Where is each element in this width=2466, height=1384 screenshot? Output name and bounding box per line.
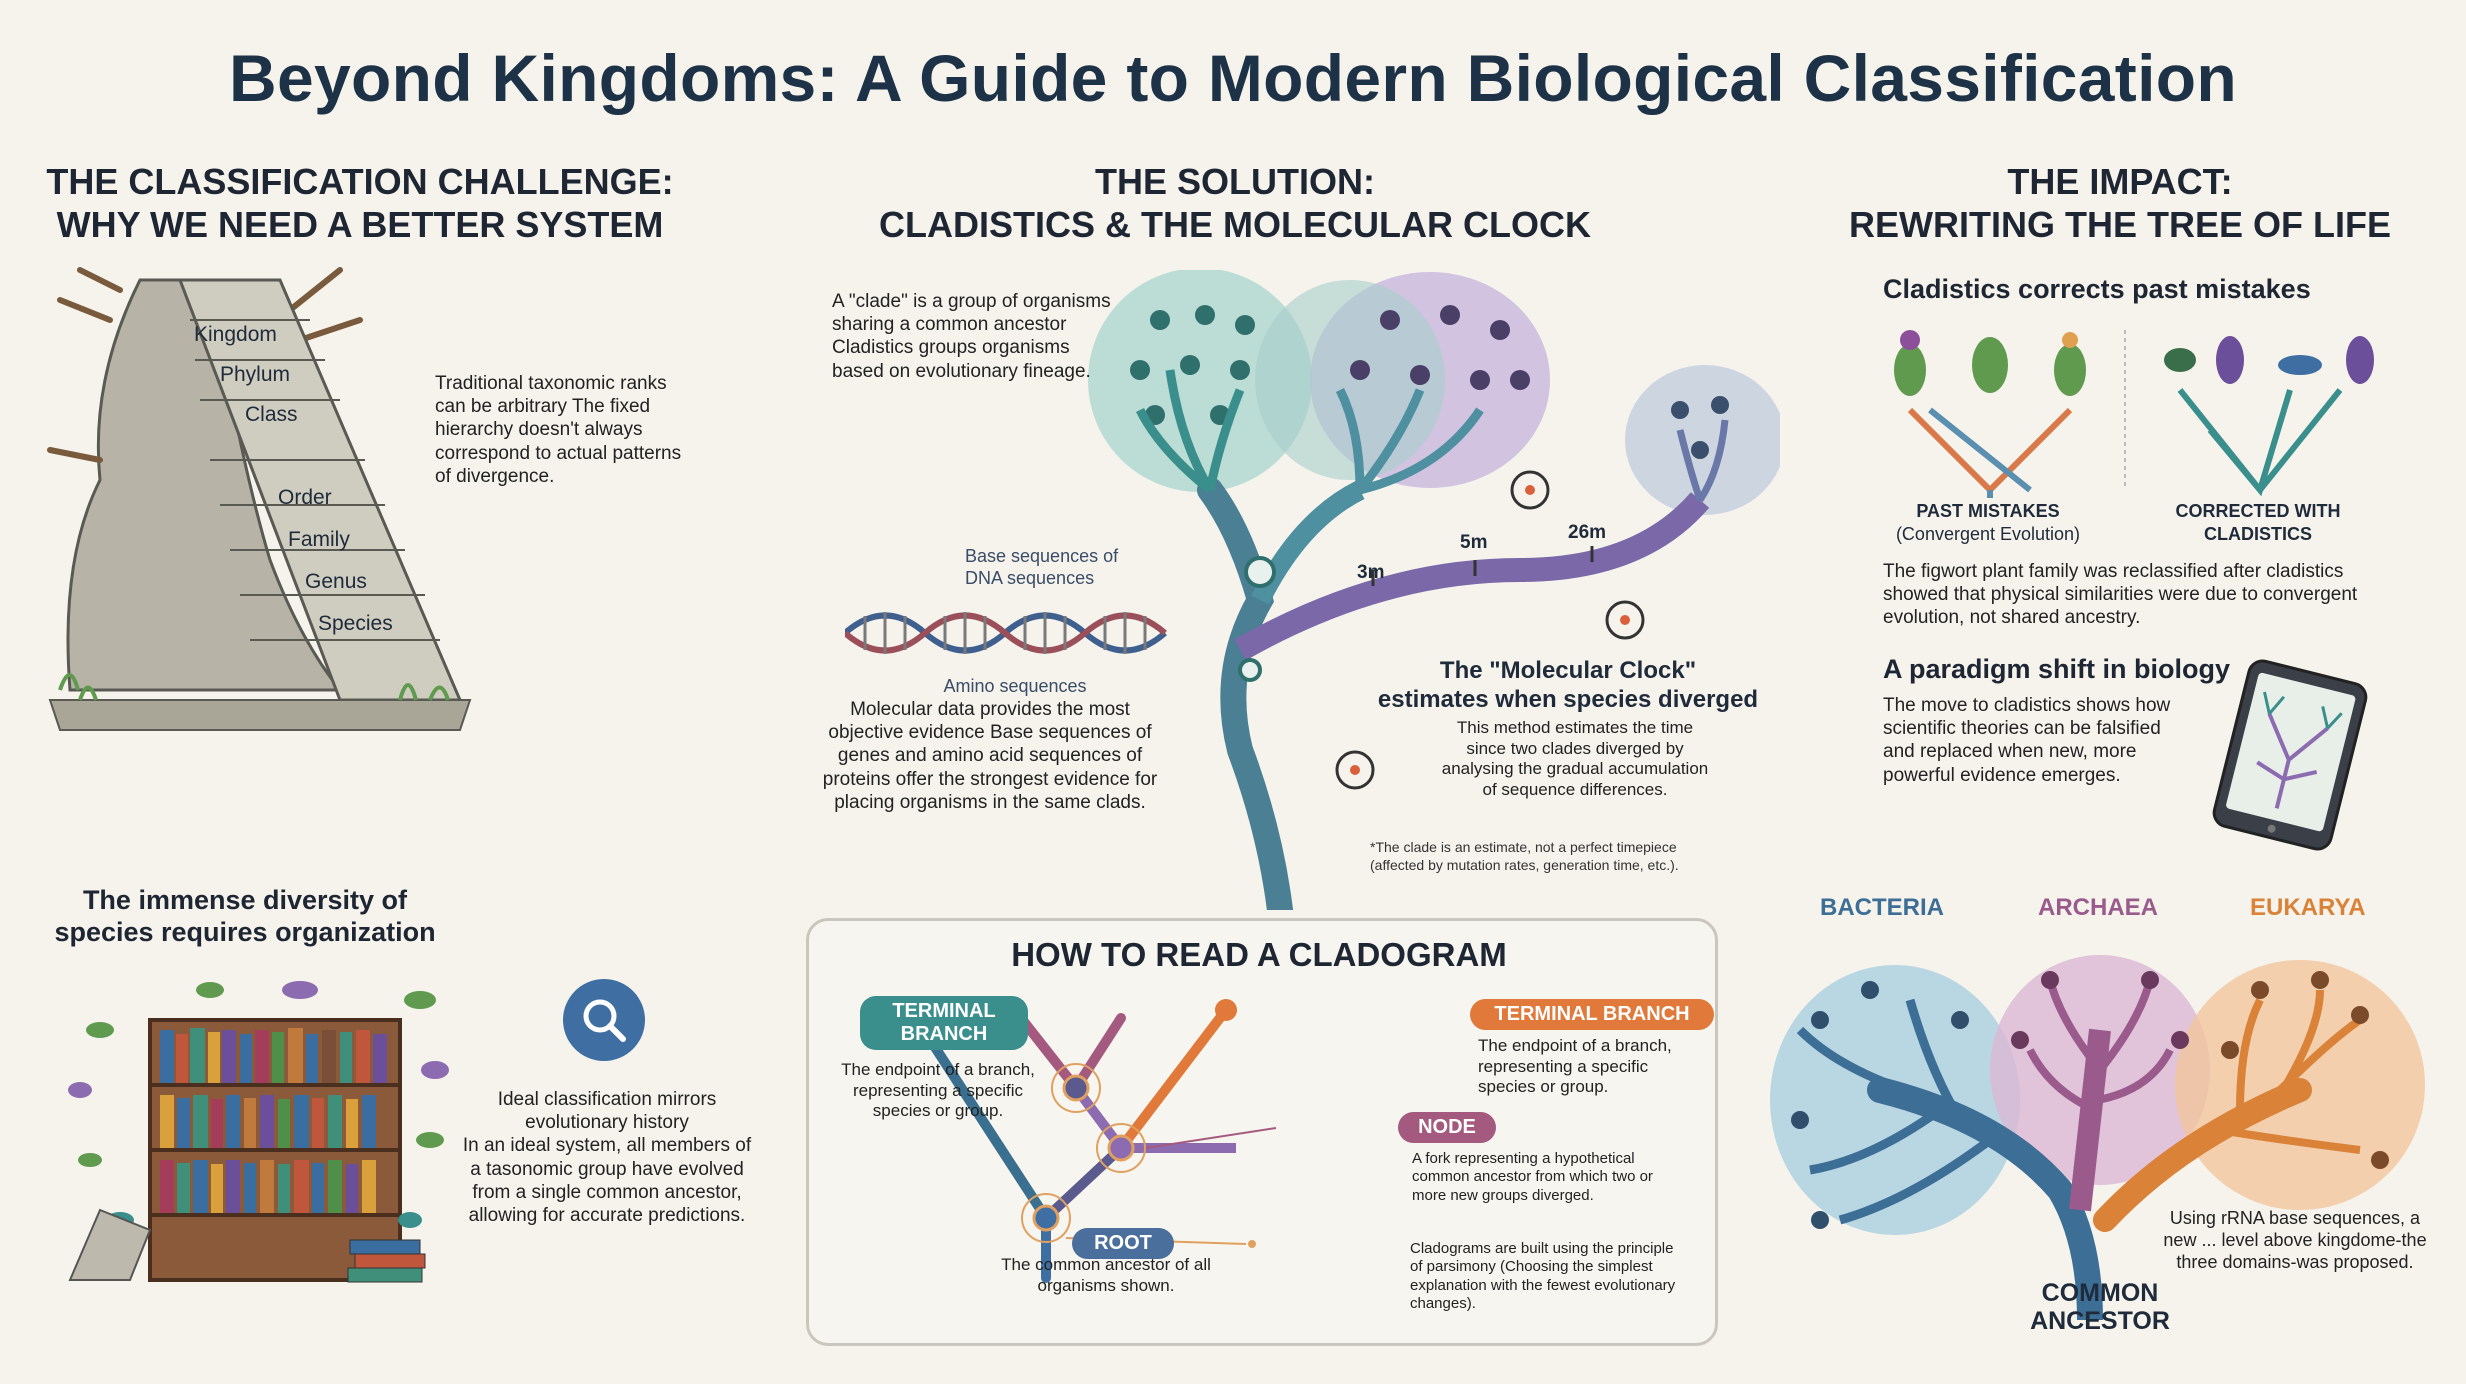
clock-mark-5m: 5m bbox=[1460, 532, 1488, 553]
node-label: NODE bbox=[1398, 1112, 1496, 1143]
rrna-domains-text: Using rRNA base sequences, a new ... lev… bbox=[2163, 1208, 2427, 1272]
ideal-text-line-2: In an ideal system, all members of a tas… bbox=[462, 1135, 752, 1226]
dna-helix-illustration bbox=[845, 612, 1167, 654]
magnifier-icon bbox=[563, 979, 645, 1061]
three-domains-tree bbox=[1770, 955, 2425, 1320]
middle-section-heading: THE SOLUTION: CLADISTICS & THE MOLECULAR… bbox=[790, 160, 1680, 246]
tree-of-life-illustration bbox=[1088, 270, 1780, 910]
clade-definition-text: A "clade" is a group of organisms sharin… bbox=[832, 291, 1111, 382]
clock-mark-3m: 3m bbox=[1357, 562, 1385, 583]
common-ancestor-line-2: ANCESTOR bbox=[2030, 1306, 2170, 1335]
left-section-heading: THE CLASSIFICATION CHALLENGE: WHY WE NEE… bbox=[40, 160, 680, 246]
amino-sequences-label: Amino sequences bbox=[943, 676, 1087, 696]
ideal-classification-text: Ideal classification mirrors evolutionar… bbox=[462, 1088, 752, 1227]
left-heading-line-1: THE CLASSIFICATION CHALLENGE: bbox=[46, 161, 674, 202]
molecular-clock-text: This method estimates the time since two… bbox=[1441, 718, 1709, 800]
parsimony-text: Cladograms are built using the principle… bbox=[1410, 1240, 1676, 1312]
common-ancestor-line-1: COMMON bbox=[2041, 1279, 2159, 1307]
past-mistakes-line-1: PAST MISTAKES bbox=[1916, 501, 2060, 521]
rank-phylum: Phylum bbox=[220, 363, 291, 386]
terminal-branch-left-text: The endpoint of a branch, representing a… bbox=[841, 1060, 1035, 1121]
right-heading-line-1: THE IMPACT: bbox=[2007, 161, 2233, 202]
terminal-branch-right-label: TERMINAL BRANCH bbox=[1470, 999, 1714, 1030]
clock-heading-line-2: estimates when species diverged bbox=[1377, 685, 1759, 713]
bookshelf-illustration bbox=[68, 981, 449, 1283]
left-heading-line-2: WHY WE NEED A BETTER SYSTEM bbox=[56, 204, 664, 246]
molecular-data-text: Molecular data provides the most objecti… bbox=[822, 699, 1158, 813]
page-title: Beyond Kingdoms: A Guide to Modern Biolo… bbox=[229, 41, 2237, 115]
cladistics-corrects-heading: Cladistics corrects past mistakes bbox=[1883, 274, 2311, 304]
right-heading-line-2: REWRITING THE TREE OF LIFE bbox=[1849, 204, 2391, 246]
rank-family: Family bbox=[288, 528, 350, 551]
tablet-icon bbox=[2212, 659, 2368, 851]
middle-heading-line-2: CLADISTICS & THE MOLECULAR CLOCK bbox=[879, 204, 1591, 246]
past-mistakes-line-2: (Convergent Evolution) bbox=[1895, 523, 2081, 544]
past-mistakes-label: PAST MISTAKES (Convergent Evolution) bbox=[1878, 500, 2098, 545]
terminal-branch-right-text: The endpoint of a branch, representing a… bbox=[1478, 1036, 1672, 1097]
figwort-text: The figwort plant family was reclassifie… bbox=[1883, 561, 2358, 629]
rank-kingdom: Kingdom bbox=[194, 323, 277, 346]
stone-staircase-illustration bbox=[47, 267, 472, 731]
ideal-text-line-1: Ideal classification mirrors evolutionar… bbox=[497, 1089, 717, 1134]
domain-eukarya-label: EUKARYA bbox=[2250, 894, 2366, 921]
terminal-branch-left-label: TERMINAL BRANCH bbox=[860, 996, 1028, 1050]
cladogram-panel bbox=[806, 918, 1718, 1346]
paradigm-shift-heading: A paradigm shift in biology bbox=[1883, 654, 2231, 684]
corrected-line-1: CORRECTED WITH bbox=[2175, 501, 2341, 521]
domain-bacteria-label: BACTERIA bbox=[1820, 894, 1944, 921]
corrected-line-2: CLADISTICS bbox=[2204, 523, 2312, 544]
clock-heading-line-1: The "Molecular Clock" bbox=[1439, 657, 1697, 684]
right-section-heading: THE IMPACT: REWRITING THE TREE OF LIFE bbox=[1790, 160, 2450, 246]
corrected-label: CORRECTED WITH CLADISTICS bbox=[2148, 500, 2368, 545]
root-text: The common ancestor of all organisms sho… bbox=[1001, 1255, 1211, 1295]
domain-archaea-label: ARCHAEA bbox=[2038, 894, 2158, 921]
rank-class: Class bbox=[245, 403, 298, 426]
cladogram-diagram bbox=[906, 999, 1277, 1283]
clock-mark-26m: 26m bbox=[1568, 522, 1607, 543]
root-label: ROOT bbox=[1072, 1228, 1174, 1259]
convergent-evolution-trees bbox=[1894, 330, 2374, 498]
rank-species: Species bbox=[318, 612, 393, 635]
diversity-heading: The immense diversity of species require… bbox=[54, 885, 436, 948]
ranks-description: Traditional taxonomic ranks can be arbit… bbox=[435, 373, 682, 487]
molecular-clock-heading: The "Molecular Clock" estimates when spe… bbox=[1368, 657, 1768, 715]
common-ancestor-label: COMMON ANCESTOR bbox=[2020, 1279, 2180, 1335]
paradigm-shift-text: The move to cladistics shows how scienti… bbox=[1883, 695, 2171, 786]
molecular-clock-note: *The clade is an estimate, not a perfect… bbox=[1370, 839, 1679, 874]
cladogram-heading: HOW TO READ A CLADOGRAM bbox=[1011, 936, 1507, 973]
rank-order: Order bbox=[278, 486, 332, 509]
node-text: A fork representing a hypothetical commo… bbox=[1412, 1150, 1653, 1204]
base-sequences-label: Base sequences of DNA sequences bbox=[965, 546, 1119, 588]
middle-heading-line-1: THE SOLUTION: bbox=[1095, 161, 1375, 202]
rank-genus: Genus bbox=[305, 570, 367, 593]
